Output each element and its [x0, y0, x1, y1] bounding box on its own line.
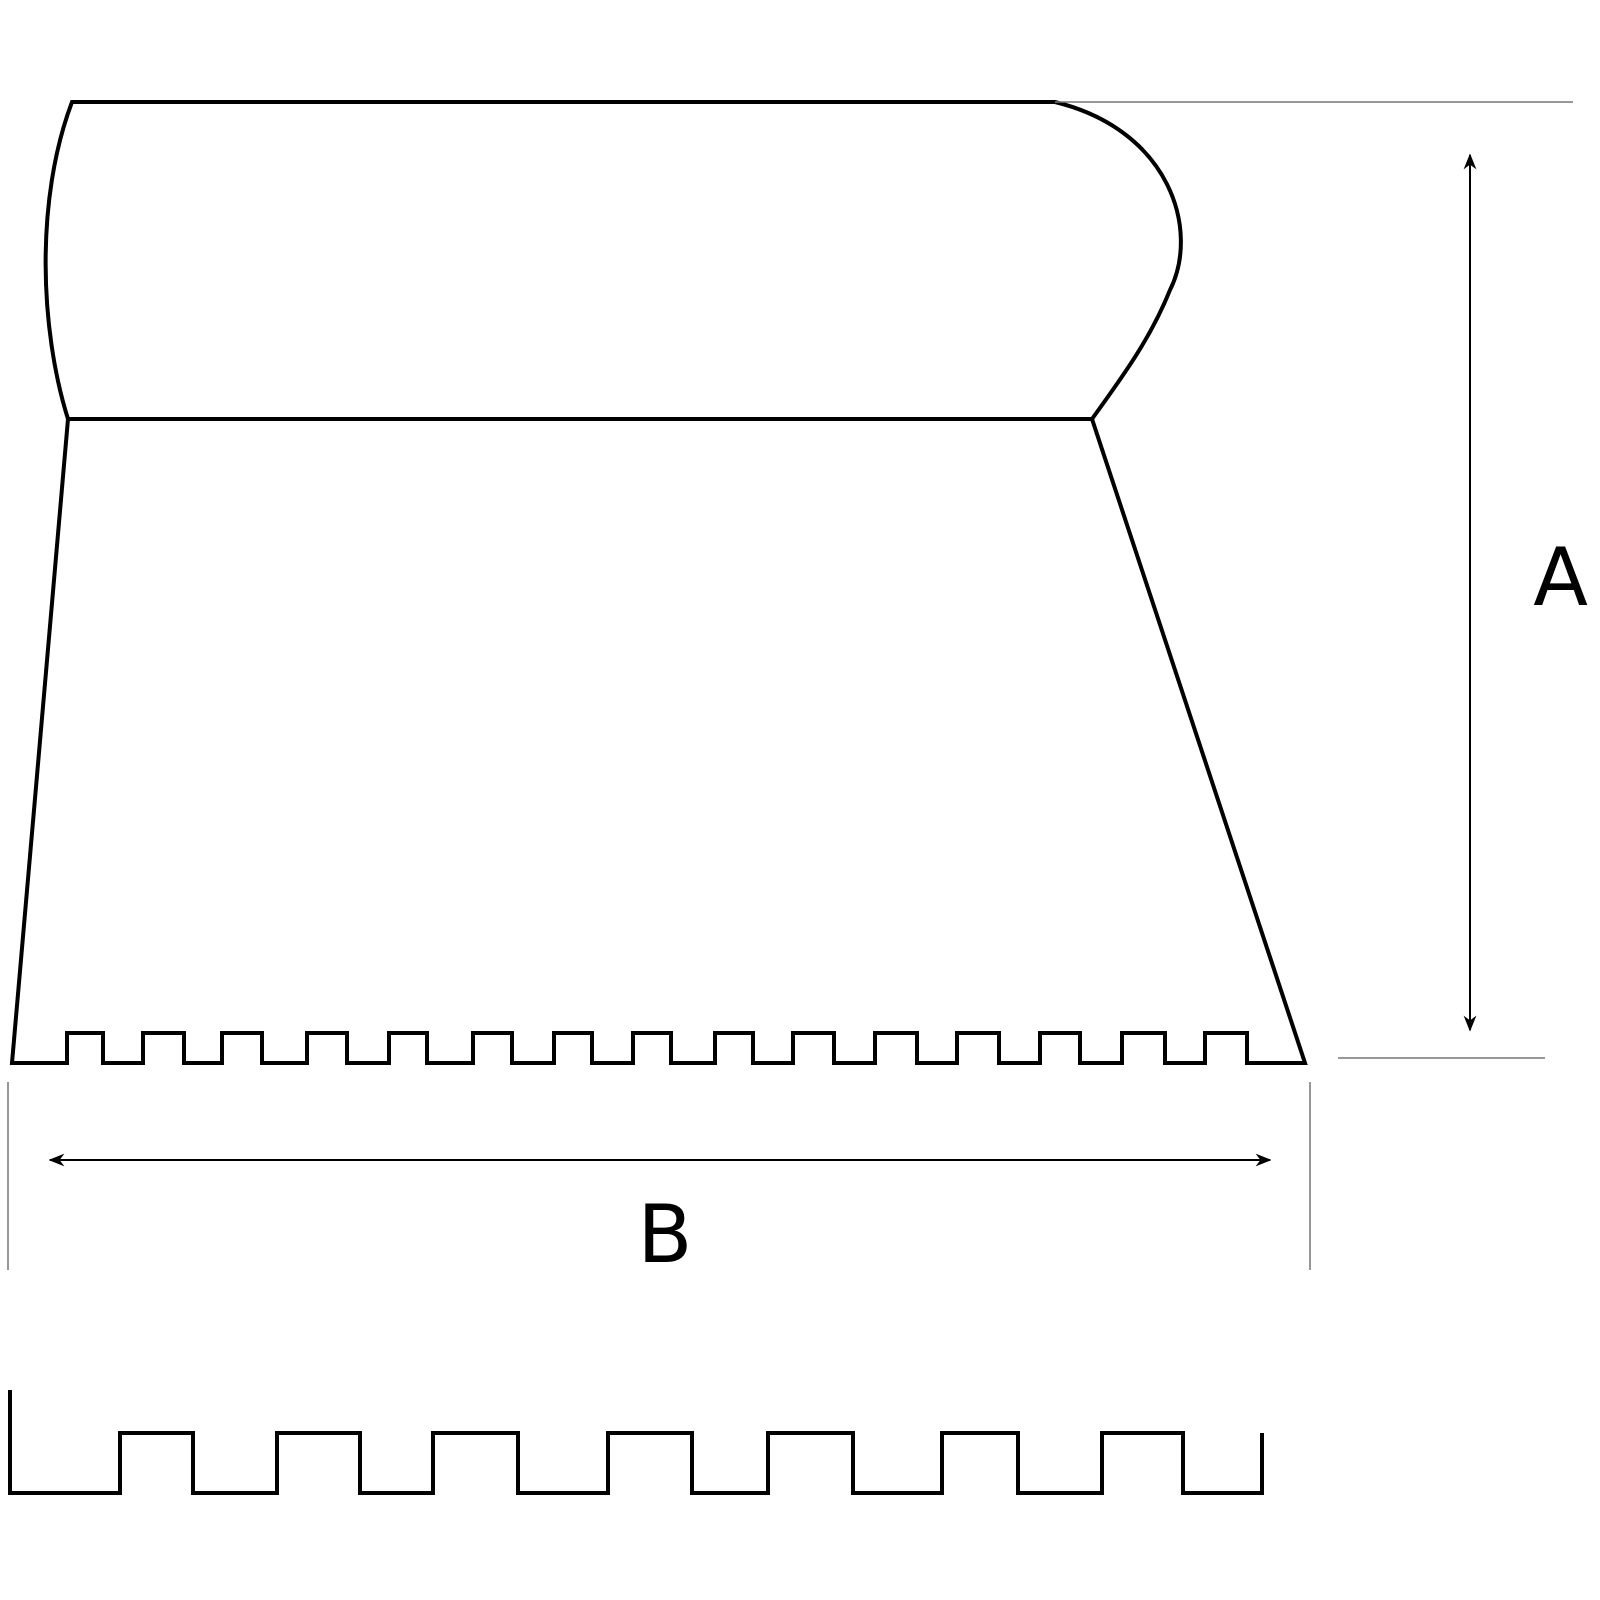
dimension-label-b: B	[638, 1188, 693, 1281]
trowel-handle	[43, 100, 1183, 421]
notch-profile-detail	[8, 1390, 1264, 1495]
dimension-label-a: A	[1533, 531, 1588, 624]
trowel-blade	[9, 417, 1308, 1065]
